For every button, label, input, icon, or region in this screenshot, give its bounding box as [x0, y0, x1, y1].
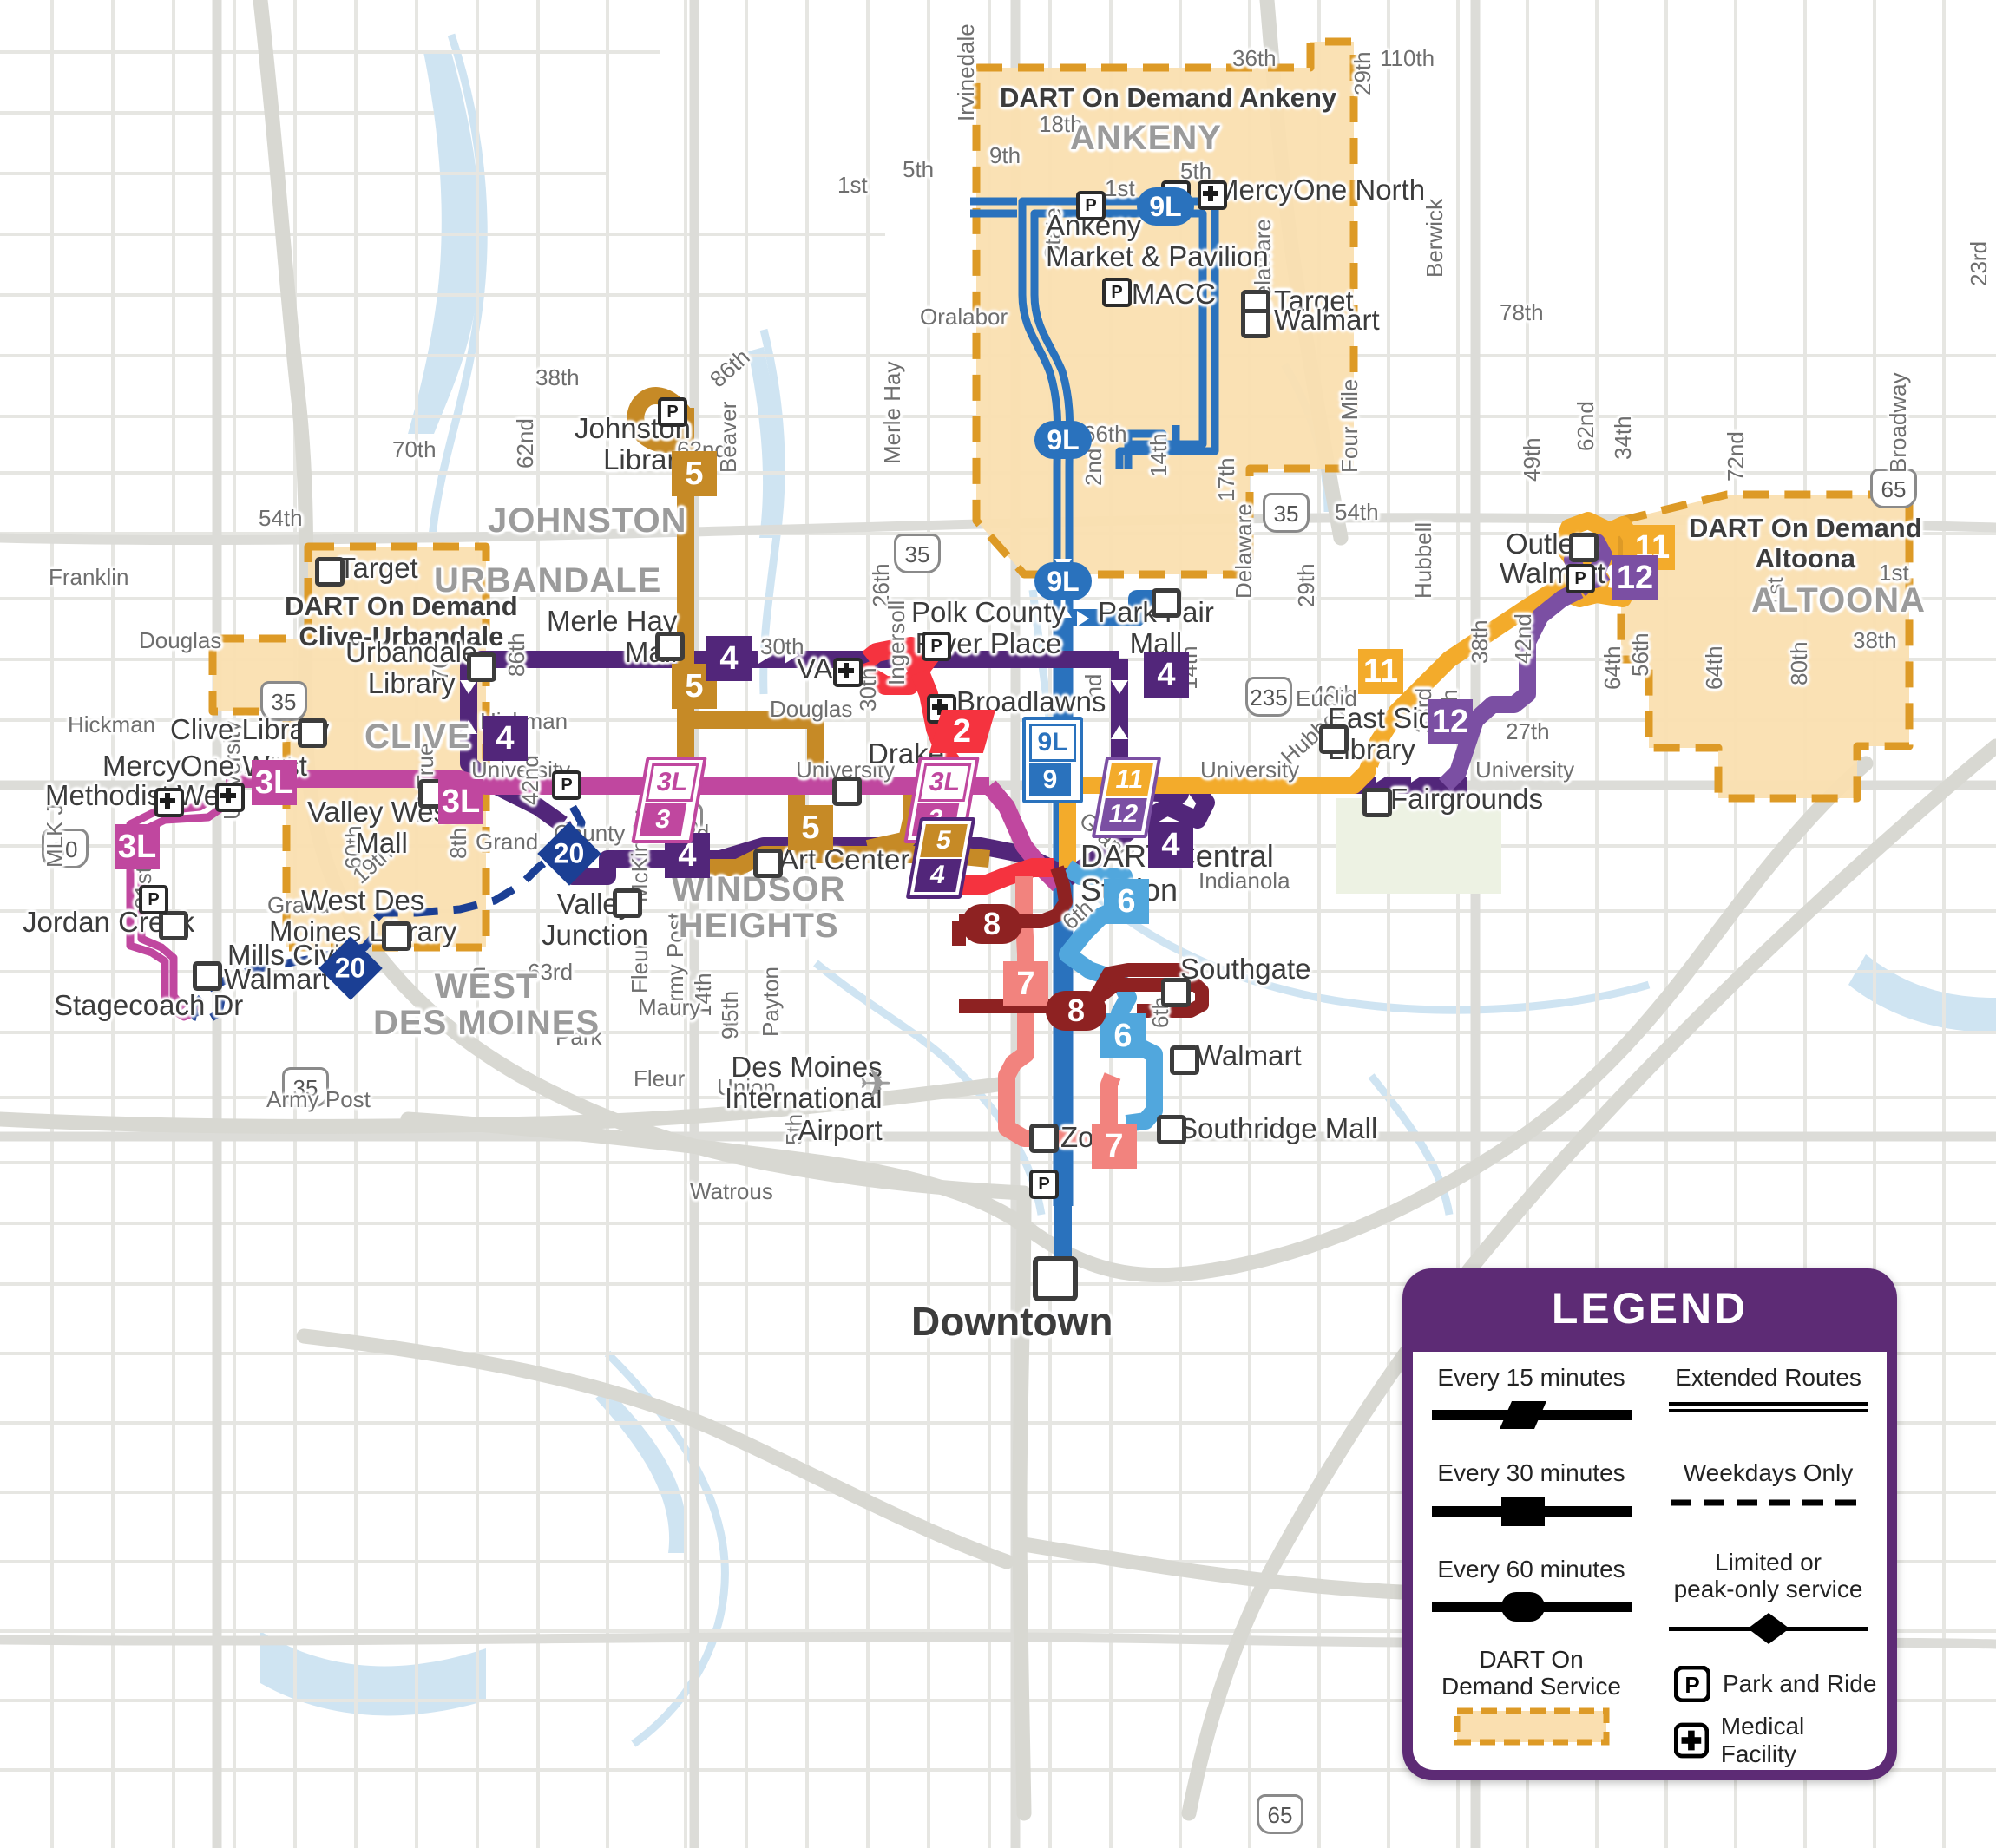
highway-shield-35d: 35: [282, 1067, 329, 1107]
route-badge-3L-b[interactable]: 3L: [438, 779, 483, 824]
route-badge-3L-stacked[interactable]: 3L: [917, 763, 972, 802]
medical-facility-icon: [1674, 1723, 1709, 1759]
legend-panel: LEGEND Every 15 minutes Every 30 minutes…: [1402, 1268, 1897, 1780]
stop-marker-drake[interactable]: [832, 777, 862, 806]
route-9-line: [1054, 590, 1154, 1258]
highway-shield-80: 80: [42, 829, 89, 868]
stop-marker-southridge-mall[interactable]: [1157, 1115, 1186, 1144]
legend-swatch-limited: [1668, 1613, 1868, 1645]
legend-swatch-30min: [1431, 1496, 1632, 1526]
highway-shield-65b: 65: [1257, 1794, 1303, 1834]
route-badge-8-b[interactable]: 8: [1046, 991, 1106, 1031]
route-badge-9L-stacked[interactable]: 9L: [1029, 724, 1076, 762]
stop-marker-walmart-wdm[interactable]: [193, 961, 222, 991]
route-badge-3L-c[interactable]: 3L: [115, 824, 160, 869]
route-badge-4-b[interactable]: 4: [483, 716, 528, 761]
route-badge-4[interactable]: 4: [706, 636, 752, 681]
route-badge-9-stacked[interactable]: 9: [1029, 763, 1071, 796]
route-badge-5[interactable]: 5: [672, 451, 717, 496]
route-badge-8[interactable]: 8: [962, 904, 1022, 944]
route-badge-5-stacked[interactable]: 5: [920, 824, 968, 857]
legend-title: LEGEND: [1551, 1284, 1749, 1333]
route-badge-7-b[interactable]: 7: [1092, 1124, 1137, 1169]
stop-marker-jordan-creek[interactable]: [159, 911, 188, 940]
legend-swatch-60min: [1431, 1592, 1632, 1622]
stop-marker-target-urbandale[interactable]: [315, 557, 345, 587]
legend-swatch-ondemand-zone: [1454, 1707, 1609, 1746]
highway-shield-35b: 35: [894, 534, 941, 573]
legend-item-weekdays: Weekdays Only: [1658, 1459, 1878, 1515]
legend-item-15min: Every 15 minutes: [1421, 1364, 1641, 1437]
stop-marker-zoo[interactable]: [1029, 1124, 1059, 1153]
route-badge-6-b[interactable]: 6: [1100, 1013, 1146, 1058]
legend-left-column: Every 15 minutes Every 30 minutes Every …: [1413, 1352, 1650, 1770]
medical-facility-icon[interactable]: [833, 658, 863, 687]
stop-marker-merle-hay-mall[interactable]: [655, 632, 685, 661]
legend-swatch-extended: [1668, 1402, 1868, 1413]
park-and-ride-icon[interactable]: P: [1102, 278, 1132, 307]
airplane-icon: ✈: [859, 1061, 893, 1106]
medical-facility-icon[interactable]: [1198, 180, 1227, 210]
route-badge-12[interactable]: 12: [1428, 699, 1473, 744]
park-and-ride-icon[interactable]: P: [922, 632, 951, 661]
stop-marker-clive-library[interactable]: [298, 718, 327, 748]
route-badge-4-d[interactable]: 4: [1148, 822, 1193, 868]
legend-swatch-weekdays: [1670, 1499, 1867, 1506]
medical-facility-icon[interactable]: [154, 788, 184, 817]
route-badge-7[interactable]: 7: [1003, 961, 1048, 1006]
route-badge-9L-ankeny[interactable]: 9L: [1137, 187, 1194, 226]
stop-marker-valley-junction[interactable]: [613, 888, 642, 918]
highway-shield-35: 35: [260, 681, 307, 721]
stop-marker-walmart-ankeny[interactable]: [1241, 309, 1270, 338]
park-and-ride-icon: P: [1674, 1666, 1710, 1703]
route-badge-11[interactable]: 11: [1358, 649, 1403, 694]
route-badge-6[interactable]: 6: [1104, 879, 1149, 924]
park-and-ride-icon[interactable]: P: [1029, 1170, 1059, 1199]
legend-item-extended: Extended Routes: [1658, 1364, 1878, 1421]
legend-item-60min: Every 60 minutes: [1421, 1556, 1641, 1628]
stop-marker-urbandale-library[interactable]: [467, 652, 496, 682]
svg-text:P: P: [1684, 1672, 1699, 1698]
route-badge-stack-9L-9[interactable]: 9L 9: [1022, 717, 1083, 803]
legend-right-column: Extended Routes Weekdays Only Limited or…: [1650, 1352, 1887, 1770]
route-badge-5-c[interactable]: 5: [788, 805, 833, 850]
stop-marker-fairgrounds[interactable]: [1362, 788, 1392, 817]
route-3L-jordan: [126, 876, 202, 1021]
route-badge-4-stacked[interactable]: 4: [914, 859, 962, 892]
stop-marker-southgate[interactable]: [1161, 978, 1191, 1007]
stop-marker-art-center[interactable]: [753, 849, 783, 878]
route-badge-9L[interactable]: 9L: [1034, 421, 1092, 459]
route-badge-3L-stacked-b[interactable]: 3L: [645, 763, 699, 802]
stop-marker-outlets[interactable]: [1569, 533, 1599, 562]
park-and-ride-icon[interactable]: P: [1076, 191, 1106, 220]
legend-swatch-15min: [1431, 1401, 1632, 1430]
park-and-ride-icon[interactable]: P: [658, 397, 687, 427]
highway-shield-65: 65: [1870, 469, 1917, 508]
stop-marker-park-fair-mall[interactable]: [1152, 588, 1181, 618]
route-badge-12-stacked[interactable]: 12: [1100, 798, 1147, 831]
route-badge-3-stacked-b[interactable]: 3: [639, 803, 687, 836]
park-and-ride-icon[interactable]: P: [1566, 564, 1595, 593]
legend-row-park-and-ride: P Park and Ride: [1674, 1666, 1878, 1703]
stop-marker-walmart-south[interactable]: [1170, 1045, 1199, 1075]
stop-marker-east-side-library[interactable]: [1319, 724, 1349, 754]
route-badge-11-stacked[interactable]: 11: [1106, 763, 1153, 796]
route-badge-3L[interactable]: 3L: [252, 760, 297, 805]
stop-marker-dart-central-station[interactable]: [1033, 1256, 1078, 1301]
legend-item-30min: Every 30 minutes: [1421, 1459, 1641, 1532]
route-badge-12-b[interactable]: 12: [1612, 555, 1658, 600]
route-20-line: [188, 804, 586, 1024]
highway-shield-35c: 35: [1263, 493, 1310, 533]
park-and-ride-icon[interactable]: P: [552, 770, 581, 800]
medical-facility-icon[interactable]: [215, 783, 245, 812]
highway-shield-235b: 235: [1245, 677, 1292, 717]
route-badge-9L-b[interactable]: 9L: [1034, 562, 1092, 600]
route-badge-4-c[interactable]: 4: [1144, 652, 1189, 698]
park-and-ride-icon[interactable]: P: [139, 885, 168, 914]
legend-row-medical-facility: Medical Facility: [1674, 1713, 1878, 1768]
stop-marker-wdm-library[interactable]: [382, 921, 411, 951]
